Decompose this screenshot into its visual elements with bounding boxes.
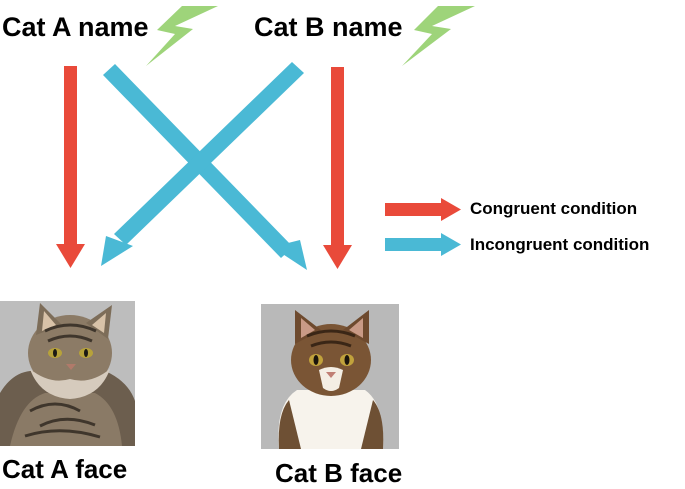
lightning-icon-a: [146, 6, 218, 66]
legend-congruent-arrow: [385, 198, 461, 221]
congruent-arrow-a: [56, 66, 85, 268]
legend-incongruent-arrow: [385, 233, 461, 256]
cat-b-name-label: Cat B name: [254, 12, 403, 42]
cat-a-photo: [0, 301, 135, 446]
cat-b-photo: [261, 304, 399, 449]
legend-incongruent-label: Incongruent condition: [470, 235, 650, 254]
congruent-arrow-b: [323, 67, 352, 269]
cat-b-face-label: Cat B face: [275, 458, 403, 488]
lightning-icon-b: [402, 6, 475, 66]
incongruent-arrow-b-to-a: [101, 62, 304, 266]
legend-congruent-label: Congruent condition: [470, 199, 638, 218]
cat-a-face-label: Cat A face: [2, 454, 128, 484]
cat-a-name-label: Cat A name: [2, 12, 149, 42]
